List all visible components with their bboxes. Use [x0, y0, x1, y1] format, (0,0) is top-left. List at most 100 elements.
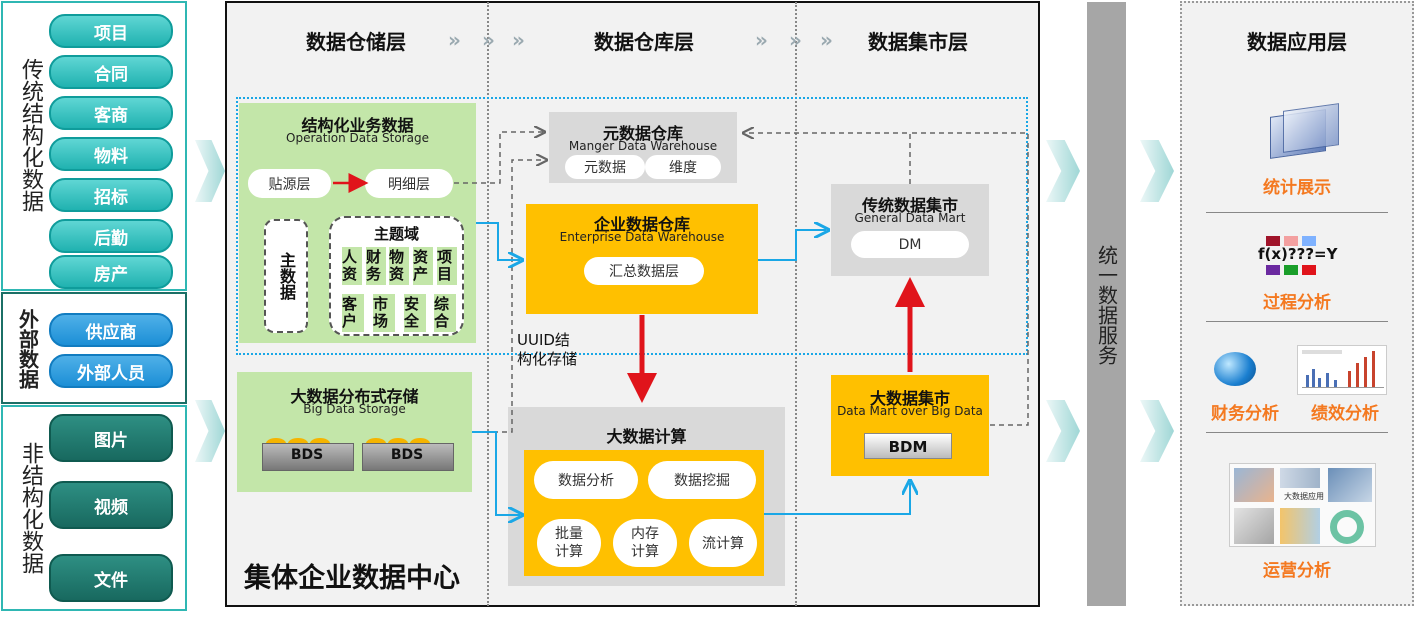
edw-title: 企业数据仓库 — [593, 215, 690, 234]
operations-dashboard-image: 大数据应用 — [1229, 463, 1376, 547]
domain-safety: 安全 — [404, 294, 426, 332]
data-analysis-pill[interactable]: 数据分析 — [534, 461, 638, 499]
external-source-label: 外部数据 — [15, 309, 40, 389]
dashed-connector — [745, 133, 911, 184]
blue-connector — [758, 230, 826, 261]
bdm-block — [831, 375, 989, 476]
app-performance-label[interactable]: 绩效分析 — [1311, 404, 1379, 424]
data-mining-pill[interactable]: 数据挖掘 — [648, 461, 756, 499]
source-item-logistics[interactable]: 后勤 — [49, 219, 173, 253]
formula-icon: f(x)???=Y — [1258, 236, 1337, 276]
main-data-box — [264, 219, 308, 333]
source-item-contract[interactable]: 合同 — [49, 55, 173, 89]
batch-compute-pill[interactable]: 批量计算 — [537, 519, 601, 567]
metadata-pill[interactable]: 元数据 — [565, 155, 645, 179]
divider — [795, 2, 797, 606]
dashed-connector — [910, 132, 1029, 426]
source-item-image[interactable]: 图片 — [49, 414, 173, 462]
source-item-property[interactable]: 房产 — [49, 255, 173, 289]
source-item-bidding[interactable]: 招标 — [49, 178, 173, 212]
gdm-subtitle: General Data Mart — [854, 211, 966, 225]
bdm-server-icon — [864, 433, 952, 459]
blue-connector — [472, 431, 520, 515]
traditional-source-label: 传统结构化数据 — [18, 58, 43, 212]
domain-project: 项目 — [437, 247, 457, 285]
domain-customer: 客户 — [342, 294, 364, 332]
unstructured-source-label: 非结构化数据 — [18, 441, 43, 574]
performance-chart-icon — [1297, 345, 1387, 395]
unstructured-source-panel — [1, 405, 187, 611]
source-item-material[interactable]: 物料 — [49, 137, 173, 171]
main-data-label: 主数据 — [277, 252, 296, 300]
chevron-icon: » — [755, 28, 768, 52]
cube-stack-icon — [1265, 103, 1340, 163]
layer-title-warehouse: 数据仓库层 — [594, 30, 694, 54]
bdm-title: 大数据集市 — [869, 389, 950, 408]
dashed-connector — [475, 160, 545, 433]
globe-icon — [1214, 352, 1256, 386]
domain-market: 市场 — [373, 294, 395, 332]
domain-hr: 人资 — [342, 247, 362, 285]
ods-title: 结构化业务数据 — [301, 116, 414, 135]
bigdata-storage-block — [237, 372, 472, 492]
bigdata-storage-title: 大数据分布式存储 — [290, 387, 419, 406]
memory-compute-pill[interactable]: 内存计算 — [613, 519, 677, 567]
blue-connector — [476, 222, 520, 260]
layer-title-storage: 数据仓储层 — [306, 30, 406, 54]
bds-server-icon: BDS — [362, 434, 454, 472]
app-operations-label[interactable]: 运营分析 — [1263, 561, 1331, 581]
layer-title-mart: 数据集市层 — [868, 30, 968, 54]
divider — [1206, 321, 1388, 322]
gdm-block — [831, 184, 989, 276]
structured-region — [236, 97, 1028, 355]
summary-layer-pill[interactable]: 汇总数据层 — [584, 257, 704, 285]
uuid-note: UUID结构化存储 — [517, 331, 578, 368]
layer-title-application: 数据应用层 — [1247, 30, 1347, 54]
domain-material: 物资 — [389, 247, 409, 285]
detail-layer[interactable]: 明细层 — [365, 169, 453, 198]
source-item-file[interactable]: 文件 — [49, 554, 173, 602]
chevron-icon: » — [820, 28, 833, 52]
domain-asset: 资产 — [413, 247, 433, 285]
source-item-supplier[interactable]: 供应商 — [49, 313, 173, 347]
app-finance-label[interactable]: 财务分析 — [1211, 404, 1279, 424]
subject-domain-title: 主题域 — [373, 225, 419, 243]
bdm-subtitle: Data Mart over Big Data — [837, 404, 983, 418]
data-service-bar — [1087, 2, 1126, 606]
domain-finance: 财务 — [366, 247, 386, 285]
external-source-panel — [1, 292, 187, 404]
app-process-label[interactable]: 过程分析 — [1263, 293, 1331, 313]
traditional-source-panel — [1, 1, 187, 291]
ods-subtitle: Operation Data Storage — [286, 131, 429, 145]
meta-warehouse-subtitle: Manger Data Warehouse — [568, 139, 718, 153]
source-item-video[interactable]: 视频 — [49, 481, 173, 529]
chevron-icon: » — [482, 28, 495, 52]
edw-subtitle: Enterprise Data Warehouse — [559, 230, 725, 244]
source-item-project[interactable]: 项目 — [49, 14, 173, 48]
chevron-icon: » — [512, 28, 525, 52]
data-service-label: 统一数据服务 — [1094, 245, 1119, 365]
source-item-customer[interactable]: 客商 — [49, 96, 173, 130]
divider — [1206, 212, 1388, 213]
dm-pill[interactable]: DM — [851, 231, 969, 258]
divider — [487, 2, 489, 606]
gdm-title: 传统数据集市 — [861, 196, 958, 215]
compute-title: 大数据计算 — [606, 427, 687, 446]
source-item-external-staff[interactable]: 外部人员 — [49, 354, 173, 388]
app-stat-label[interactable]: 统计展示 — [1263, 178, 1331, 198]
dashed-connector — [454, 132, 543, 184]
chevron-icon: » — [789, 28, 802, 52]
dimension-pill[interactable]: 维度 — [645, 155, 721, 179]
center-title: 集体企业数据中心 — [244, 563, 460, 594]
source-layer[interactable]: 贴源层 — [248, 169, 331, 198]
meta-warehouse-title: 元数据仓库 — [602, 124, 683, 143]
bds-server-icon: BDS — [262, 434, 354, 472]
bigdata-storage-subtitle: Big Data Storage — [303, 402, 406, 416]
stream-compute-pill[interactable]: 流计算 — [689, 519, 757, 567]
divider — [1206, 432, 1388, 433]
domain-general: 综合 — [434, 294, 456, 332]
bdm-label: BDM — [888, 438, 928, 456]
blue-connector — [764, 483, 910, 515]
chevron-icon: » — [448, 28, 461, 52]
